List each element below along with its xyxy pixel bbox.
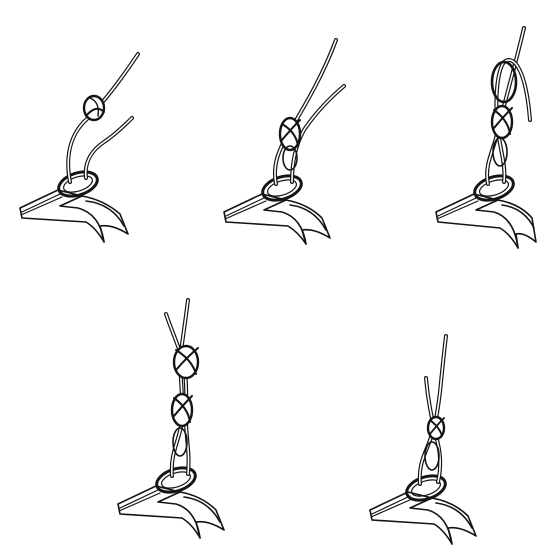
metal-ring-icon (260, 171, 305, 204)
metal-ring-icon (56, 167, 101, 200)
metal-ring-icon (472, 171, 517, 204)
step-4-illustration (118, 300, 224, 538)
cord-icon (420, 336, 446, 484)
cord-icon (275, 40, 344, 184)
cord-icon (68, 54, 138, 182)
fabric-tab-icon (118, 486, 224, 538)
knot-icon (84, 96, 104, 120)
fabric-tab-icon (20, 190, 128, 242)
step-5-illustration (370, 336, 476, 544)
cord-icon (487, 28, 530, 184)
step-2-illustration (224, 40, 344, 244)
knot-icon (280, 118, 300, 170)
step-3-illustration (436, 28, 536, 248)
step-1-illustration (20, 54, 138, 242)
metal-ring-icon (154, 463, 199, 496)
fabric-tab-icon (436, 194, 536, 248)
